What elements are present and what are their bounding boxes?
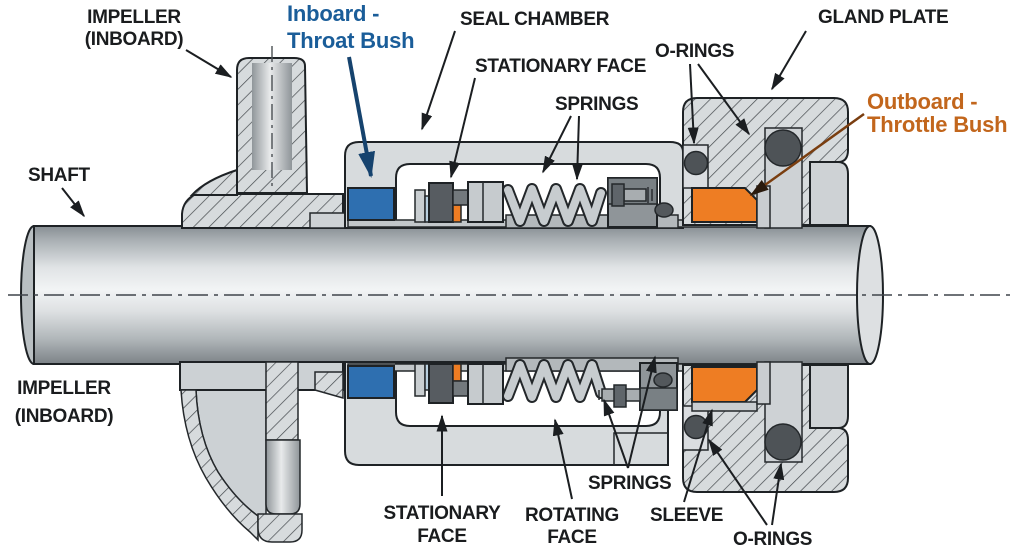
gland-plate-arrow [771,30,807,91]
oring-bottom-right [764,423,802,461]
impeller-top-arrow [185,49,233,78]
label-springs-bottom: SPRINGS [588,473,671,494]
label-seal-chamber: SEAL CHAMBER [460,9,610,30]
label-gland-plate: GLAND PLATE [818,7,948,28]
impeller-bottom [179,361,344,543]
label-stationary-face-bottom-line2: FACE [417,526,466,547]
set-screw-end-view [654,202,674,218]
impeller-sweep-top [189,168,238,196]
rotating-face-part [467,181,504,223]
impeller-bore-bottom [265,439,301,515]
throttle-bush-bottom [691,366,758,403]
springs-coil [504,185,605,225]
set-screw-end-view-bottom [653,372,673,388]
label-sleeve: SLEEVE [650,505,723,526]
label-impeller-top-line2: (INBOARD) [85,29,184,50]
throttle-bush-top [691,187,758,223]
impeller-wear-ring-bottom [314,371,344,399]
label-impeller-bottom-line2: (INBOARD) [15,406,114,427]
label-outboard-throttle-bush-line1: Outboard - [867,89,977,114]
gland-plate-top [682,97,849,229]
drive-collar-bottom [598,362,678,411]
callout-arrows [61,30,807,526]
sleeve-flange-bottom [756,361,771,405]
rotating-face-nose [452,189,470,206]
impeller-hub-cap-bottom [257,513,303,543]
gland-outer-face-top [809,161,849,226]
orings-bottom-arrow-2 [771,462,785,526]
set-screw-flange-bottom [613,384,627,408]
stationary-face-part [428,182,454,223]
seal-chamber-step-line [613,432,668,465]
seal-internals [347,181,679,229]
label-orings-top: O-RINGS [655,41,734,62]
label-springs-top: SPRINGS [555,94,638,115]
label-rotating-face-line1: ROTATING [525,505,619,526]
gland-outer-face-bottom [809,364,849,429]
sleeve-step-bottom [691,401,758,412]
label-outboard-throttle-bush-line2: Throttle Bush [867,112,1007,137]
face-oring [452,204,462,223]
label-stationary-face-bottom-line1: STATIONARY [384,503,502,524]
label-inboard-throat-bush-line2: Throat Bush [287,28,414,53]
springs-bottom-arrow-1 [603,398,629,469]
sleeve-arrow [683,408,713,503]
label-shaft: SHAFT [28,165,91,186]
impeller-hub-bottom [265,361,299,441]
stationary-face-top-arrow [449,77,476,179]
label-stationary-face-top: STATIONARY FACE [475,56,646,77]
springs-bottom-arrow-2 [627,355,657,469]
drive-collar-top [607,177,674,228]
label-orings-bottom: O-RINGS [733,529,812,550]
label-inboard-throat-bush-line1: Inboard - [287,1,379,26]
set-screw-flange [611,183,625,207]
impeller-shroud-wall-bottom [180,389,259,542]
sleeve-flange-top [756,185,771,229]
set-screw-shaft [623,188,647,202]
shaft-arrow [61,187,85,218]
orings-top-arrow-2 [697,63,750,136]
oring-top-left [683,150,709,176]
gland-plate-bottom [682,361,849,493]
gasket-seat [414,189,426,223]
rotating-face-bottom-arrow [552,418,573,500]
oring-top-right [764,129,802,167]
springs-top-arrow-2 [571,115,583,181]
label-impeller-bottom-line1: IMPELLER [17,378,111,399]
impeller-top [181,46,348,229]
throttle-bush-arrow [749,112,865,197]
label-impeller-top-line1: IMPELLER [87,7,181,28]
springs-top-arrow-1 [542,115,572,174]
throat-bush [347,187,395,221]
label-rotating-face-line2: FACE [547,527,596,548]
orings-bottom-arrow-1 [708,438,768,526]
impeller-wear-ring-top [309,212,348,229]
throat-bush-arrow [347,56,375,178]
seal-chamber-arrow [421,30,456,131]
orings-top-arrow-1 [687,63,699,145]
